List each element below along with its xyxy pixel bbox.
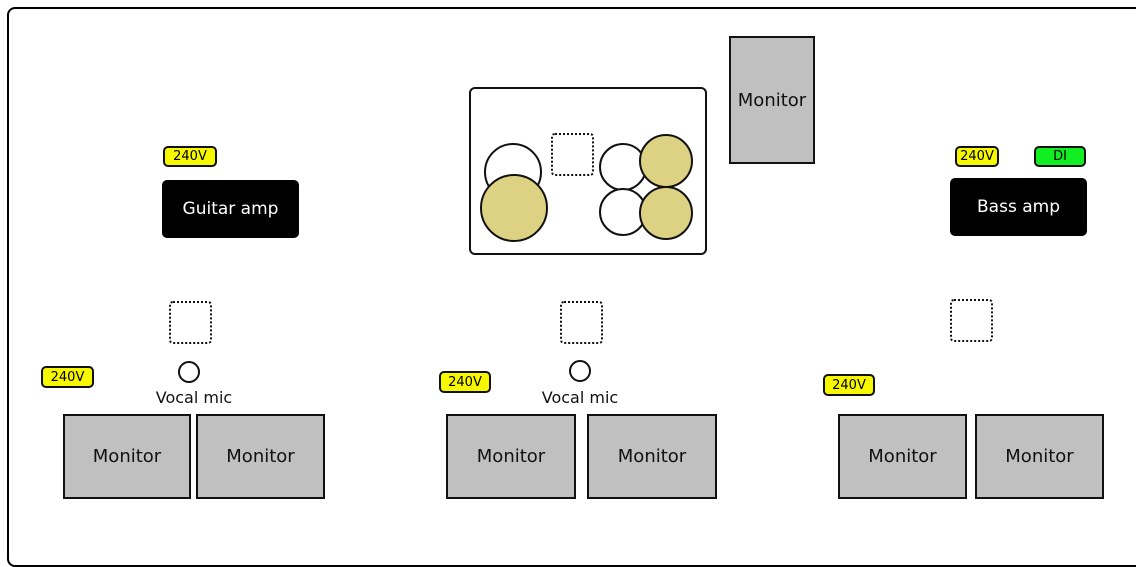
floor-monitor-left-1: Monitor — [63, 414, 191, 499]
performer-position-right — [950, 299, 993, 342]
floor-monitor-center-2: Monitor — [587, 414, 717, 499]
vocal-mic-left — [178, 361, 200, 383]
power-tag-left: 240V — [41, 366, 94, 388]
drum-monitor: Monitor — [729, 36, 815, 164]
ride-cymbal — [639, 186, 693, 240]
power-tag-center: 240V — [439, 371, 491, 393]
floor-monitor-center-1: Monitor — [446, 414, 576, 499]
guitar-amp: Guitar amp — [162, 180, 299, 238]
bass-amp: Bass amp — [950, 178, 1087, 236]
vocal-mic-center — [569, 360, 591, 382]
di-box-tag: DI — [1034, 146, 1086, 167]
power-tag-right: 240V — [823, 374, 875, 396]
drummer-position — [551, 133, 594, 176]
power-tag-guitar: 240V — [163, 146, 217, 167]
vocal-mic-label-center: Vocal mic — [541, 388, 619, 407]
vocal-mic-label-left: Vocal mic — [155, 388, 233, 407]
power-tag-bass: 240V — [955, 146, 999, 167]
crash-cymbal — [639, 134, 693, 188]
performer-position-left — [169, 301, 212, 344]
floor-monitor-left-2: Monitor — [196, 414, 325, 499]
floor-monitor-right-1: Monitor — [838, 414, 967, 499]
floor-monitor-right-2: Monitor — [975, 414, 1104, 499]
kick-drum — [480, 174, 548, 242]
performer-position-center — [560, 301, 603, 344]
